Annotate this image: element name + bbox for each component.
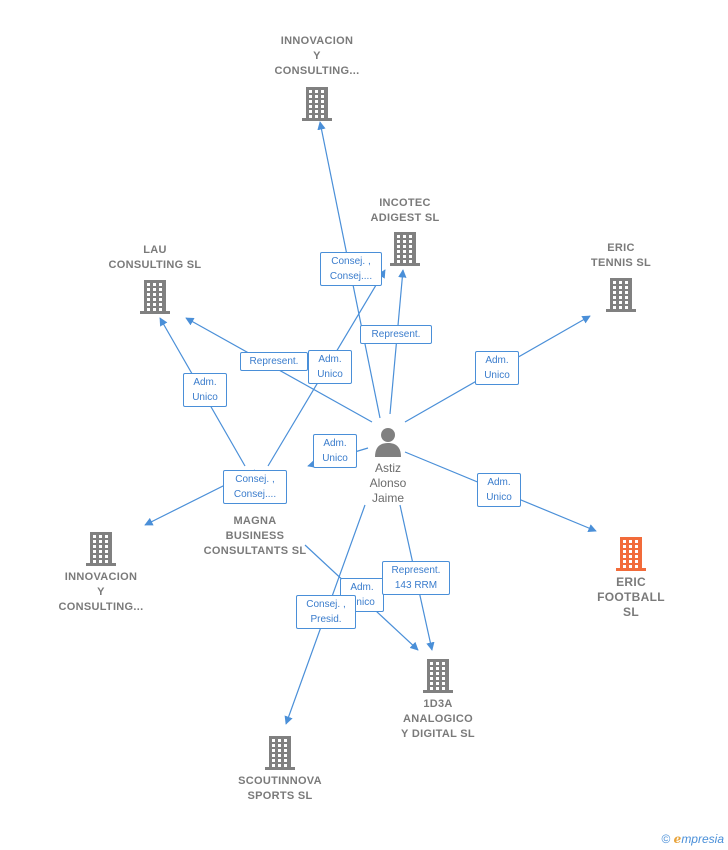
relation-badge[interactable]: Consej. ,Consej.... <box>320 252 382 286</box>
footer-brand: © empresia <box>661 832 724 846</box>
relation-badge[interactable]: Consej. ,Presid. <box>296 595 356 629</box>
brand-logo-initial: e <box>673 832 682 846</box>
building-icon <box>265 736 295 770</box>
building-icon <box>86 532 116 566</box>
relation-badge[interactable]: Adm.Unico <box>477 473 521 507</box>
building-icon <box>606 278 636 312</box>
building-icon <box>390 232 420 266</box>
building-icon <box>616 537 646 571</box>
relation-badge[interactable]: Represent. <box>360 325 432 344</box>
building-icon <box>140 280 170 314</box>
brand-logo-text: mpresia <box>681 832 724 846</box>
relation-badge[interactable]: Adm.Unico <box>183 373 227 407</box>
building-icon <box>423 659 453 693</box>
relation-badge[interactable]: Adm.Unico <box>308 350 352 384</box>
relation-badge[interactable]: Consej. ,Consej.... <box>223 470 287 504</box>
relation-badge[interactable]: Adm.Unico <box>313 434 357 468</box>
relation-badge[interactable]: Represent. <box>240 352 308 371</box>
relation-badge[interactable]: Adm.Unico <box>475 351 519 385</box>
person-icon <box>375 428 401 457</box>
building-icon <box>302 87 332 121</box>
copyright-icon: © <box>661 832 671 846</box>
relation-badge[interactable]: Represent.143 RRM <box>382 561 450 595</box>
